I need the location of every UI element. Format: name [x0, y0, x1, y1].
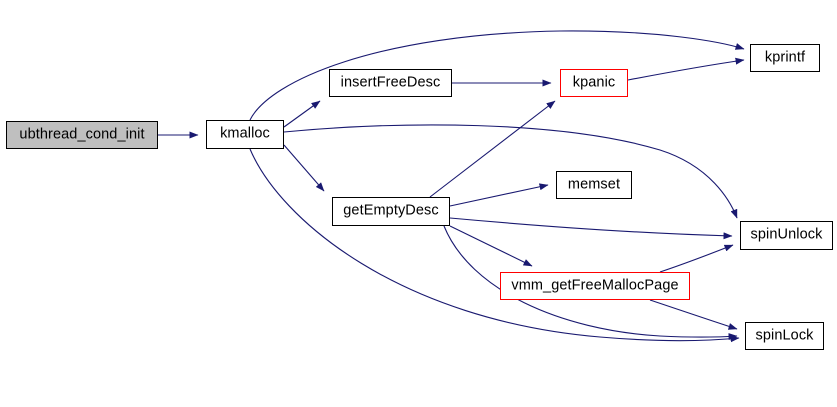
graph-node-label: spinLock: [755, 327, 814, 344]
graph-node-label: kpanic: [572, 74, 616, 91]
call-edge: [449, 217, 733, 240]
graph-node-kmalloc[interactable]: kmalloc: [206, 120, 284, 149]
call-edge: [283, 100, 321, 128]
graph-node-kprintf[interactable]: kprintf: [750, 44, 820, 72]
graph-node-spinUnlock[interactable]: spinUnlock: [740, 221, 833, 250]
call-edge: [449, 225, 533, 267]
graph-node-vmm_getFreeMallocPage[interactable]: vmm_getFreeMallocPage: [500, 272, 690, 300]
call-edge: [249, 148, 740, 343]
graph-node-label: getEmptyDesc: [343, 202, 439, 219]
call-edge: [449, 183, 549, 207]
graph-node-label: spinUnlock: [750, 226, 823, 243]
call-edge: [659, 244, 734, 273]
graph-node-label: kprintf: [764, 49, 806, 66]
graph-node-ubthread_cond_init[interactable]: ubthread_cond_init: [6, 121, 158, 149]
call-edge: [283, 144, 325, 192]
graph-node-label: memset: [567, 176, 621, 193]
graph-node-label: kmalloc: [220, 125, 270, 142]
graph-node-memset[interactable]: memset: [556, 171, 632, 199]
graph-node-label: ubthread_cond_init: [19, 126, 145, 143]
call-edge: [649, 299, 738, 330]
call-edge: [283, 124, 738, 219]
call-edge: [429, 100, 556, 198]
graph-node-label: insertFreeDesc: [340, 74, 441, 91]
graph-node-getEmptyDesc[interactable]: getEmptyDesc: [332, 197, 450, 226]
call-edge: [627, 57, 745, 81]
call-edge: [443, 225, 738, 341]
graph-node-label: vmm_getFreeMallocPage: [511, 277, 679, 294]
graph-node-spinLock[interactable]: spinLock: [745, 322, 824, 350]
graph-node-kpanic[interactable]: kpanic: [560, 69, 628, 97]
edges-group: [158, 30, 745, 343]
call-edge: [249, 30, 745, 121]
graph-node-insertFreeDesc[interactable]: insertFreeDesc: [329, 69, 452, 97]
